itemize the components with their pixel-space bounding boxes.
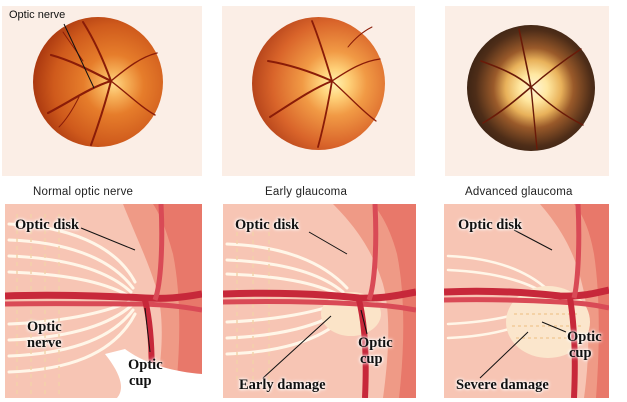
cross-section-advanced-art (444, 204, 609, 398)
caption-early: Early glaucoma (265, 186, 347, 198)
caption-normal: Normal optic nerve (33, 186, 133, 198)
label-optic-cup-normal-1: Optic (128, 358, 163, 373)
cross-section-normal: Optic disk Optic nerve Optic cup (5, 204, 202, 398)
label-optic-cup-early-2: cup (360, 352, 383, 367)
label-severe-damage: Severe damage (456, 378, 549, 393)
label-optic-disk-early: Optic disk (235, 218, 299, 233)
cross-section-normal-art (5, 204, 202, 398)
label-optic-cup-advanced-1: Optic (567, 330, 602, 345)
optic-nerve-pointer (0, 0, 627, 180)
label-optic-disk-advanced: Optic disk (458, 218, 522, 233)
caption-advanced: Advanced glaucoma (465, 186, 573, 198)
label-optic-cup-early-1: Optic (358, 336, 393, 351)
label-optic-cup-normal-2: cup (129, 374, 152, 389)
cross-section-early-art (223, 204, 416, 398)
label-optic-disk-normal: Optic disk (15, 218, 79, 233)
label-optic-nerve-normal-2: nerve (27, 336, 62, 351)
label-early-damage: Early damage (239, 378, 326, 393)
label-optic-nerve-normal-1: Optic (27, 320, 62, 335)
cross-section-advanced: Optic disk Optic cup Severe damage (444, 204, 609, 398)
cross-section-early: Optic disk Optic cup Early damage (223, 204, 416, 398)
label-optic-cup-advanced-2: cup (569, 346, 592, 361)
